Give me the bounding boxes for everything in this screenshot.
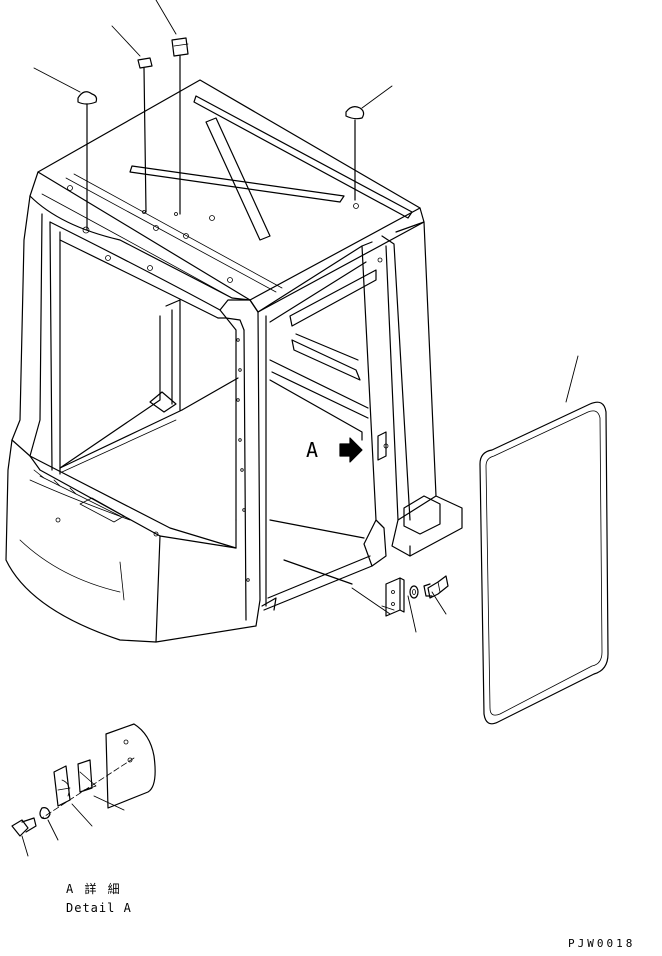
window-seal [479, 401, 609, 725]
pillar-holes [236, 257, 389, 582]
bracket-bolt-assembly [385, 575, 449, 617]
callout-arrow [339, 437, 363, 463]
roof-fasteners [77, 37, 365, 231]
drawing-code: PJW0018 [568, 937, 636, 950]
front-lower-panel [5, 439, 261, 643]
detail-label-japanese: A 詳 細 [66, 882, 122, 896]
leader-lines [33, 0, 579, 633]
roof-bolt-holes [67, 185, 359, 283]
pillar-bracket [377, 431, 387, 461]
detail-label-english: Detail A [66, 901, 132, 915]
cab-roof [29, 79, 425, 313]
detail-a-view [11, 723, 156, 857]
callout-letter-a: A [306, 438, 321, 462]
cab-frame [11, 195, 463, 621]
